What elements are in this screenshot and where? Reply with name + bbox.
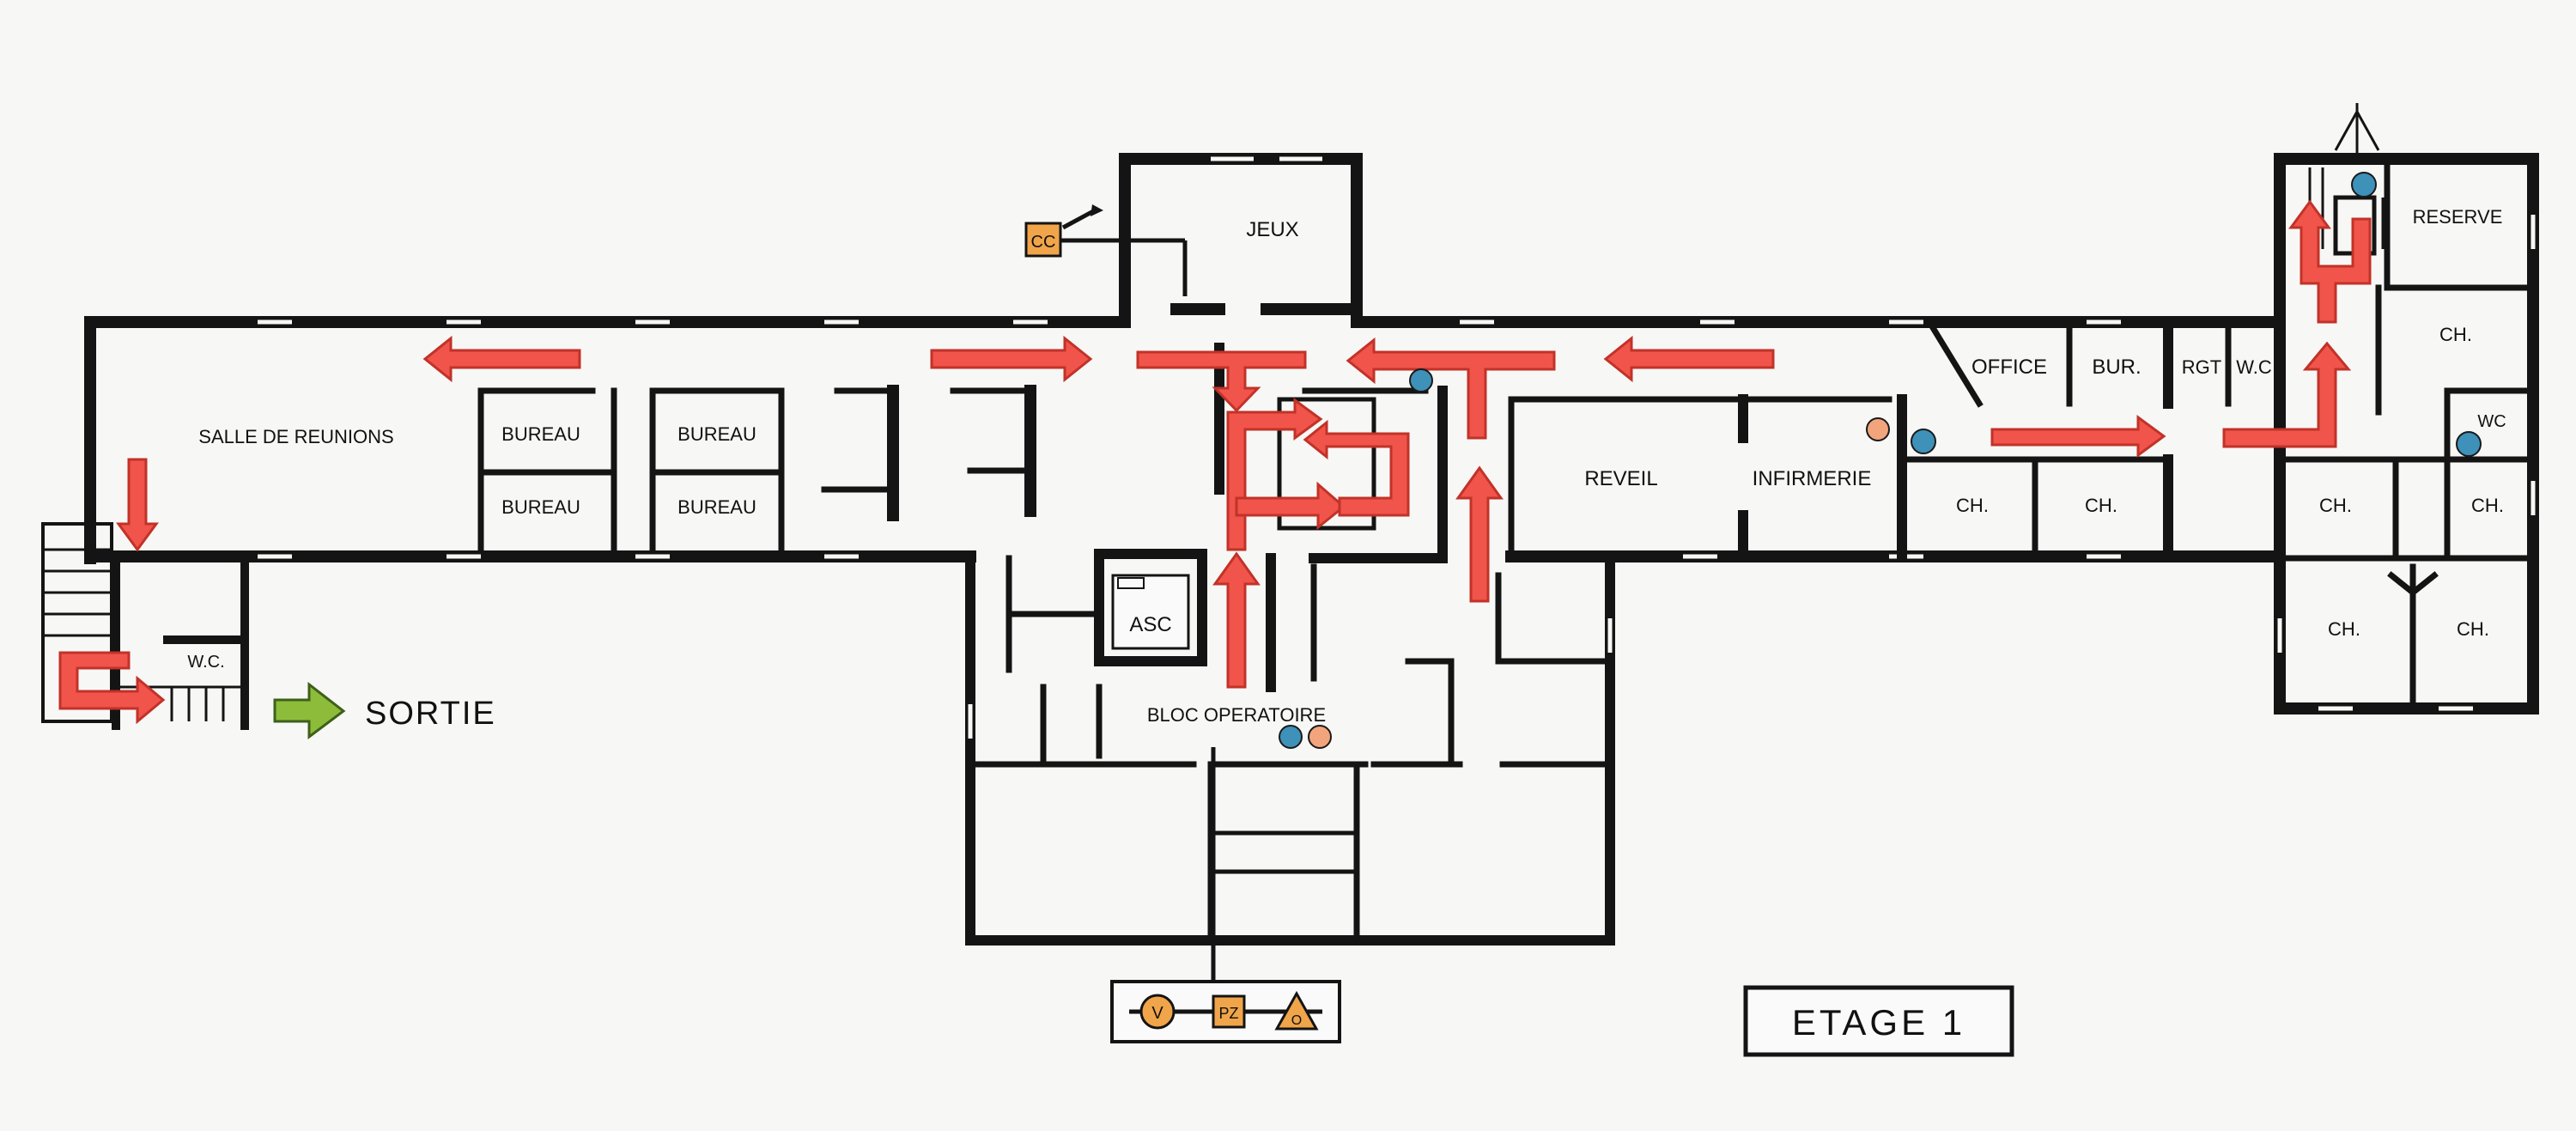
- extinguisher-marker: [2456, 431, 2482, 457]
- cc-symbol: CC: [1024, 204, 1188, 296]
- evac-arrow: [1136, 350, 1307, 413]
- room-label-ch: CH.: [2439, 324, 2472, 345]
- room-label-ch: CH.: [2085, 495, 2117, 516]
- room-label-ch: CH.: [2457, 618, 2489, 640]
- evac-arrow: [58, 651, 166, 725]
- extinguisher-marker: [1279, 725, 1303, 749]
- room-label-bureau: BUREAU: [501, 496, 580, 518]
- v-symbol: [1139, 994, 1176, 1030]
- evac-arrow: [2288, 199, 2372, 324]
- extinguisher-marker: [2351, 172, 2377, 198]
- room-labels: JEUX SALLE DE REUNIONS BUREAU BUREAU BUR…: [187, 206, 2506, 726]
- window-marks: [258, 156, 2536, 739]
- west-staircase: [41, 522, 245, 723]
- evacuation-arrows: [58, 199, 2372, 725]
- cc-box: [1024, 222, 1062, 258]
- exit-label: SORTIE: [365, 696, 496, 732]
- evac-arrow: [1226, 398, 1323, 551]
- o-label: O: [1291, 1013, 1302, 1028]
- room-label-office: OFFICE: [1971, 356, 2047, 379]
- extinguisher-marker: [1409, 368, 1433, 392]
- cc-label: CC: [1031, 233, 1056, 252]
- evac-arrow: [930, 335, 1093, 383]
- alarm-point-marker: [1308, 725, 1332, 749]
- room-label-bureau: BUREAU: [677, 496, 756, 518]
- evac-arrow: [1303, 419, 1410, 517]
- room-label-wc-west: W.C.: [187, 653, 224, 672]
- safety-markers: [1279, 172, 2482, 749]
- level-title-box: ETAGE 1: [1743, 985, 2014, 1057]
- room-label-reserve: RESERVE: [2413, 206, 2503, 228]
- room-label-ch: CH.: [2319, 495, 2352, 516]
- room-label-jeux: JEUX: [1246, 218, 1298, 241]
- room-label-asc: ASC: [1129, 613, 1171, 636]
- room-label-salle: SALLE DE REUNIONS: [198, 426, 393, 447]
- evac-arrow: [1235, 481, 1346, 531]
- room-label-bur: BUR.: [2092, 356, 2141, 379]
- evac-arrow: [1603, 335, 1775, 383]
- level-title: ETAGE 1: [1792, 1002, 1965, 1043]
- room-label-bureau: BUREAU: [501, 423, 580, 445]
- room-label-wc: W.C: [2236, 356, 2272, 378]
- room-label-ch: CH.: [2328, 618, 2360, 640]
- o-symbol: [1274, 990, 1319, 1031]
- room-label-ch: CH.: [2471, 495, 2504, 516]
- exit-arrow: [273, 681, 346, 739]
- room-label-ch: CH.: [1956, 495, 1989, 516]
- evac-arrow: [2222, 341, 2352, 448]
- room-label-bloc: BLOC OPERATOIRE: [1147, 704, 1326, 726]
- evac-arrow: [1990, 415, 2166, 458]
- room-label-reveil: REVEIL: [1584, 467, 1657, 490]
- evac-arrow: [116, 458, 159, 552]
- room-label-bureau: BUREAU: [677, 423, 756, 445]
- v-label: V: [1151, 1004, 1163, 1023]
- pz-label: PZ: [1218, 1005, 1238, 1022]
- exit-indicator: SORTIE: [273, 681, 496, 739]
- interior-walls: [477, 160, 2537, 944]
- elevator: [1111, 574, 1190, 650]
- room-label-wc-east: WC: [2477, 412, 2506, 431]
- extinguisher-marker: [1911, 429, 1936, 454]
- alarm-point-marker: [1866, 417, 1890, 441]
- evac-arrow: [1455, 465, 1504, 603]
- central-panel-symbols: V PZ O: [1110, 747, 1341, 1043]
- pz-symbol: [1212, 994, 1246, 1029]
- room-label-infirmerie: INFIRMERIE: [1753, 467, 1872, 490]
- evac-arrow: [422, 335, 581, 383]
- evac-arrow: [1212, 551, 1261, 689]
- room-label-rgt: RGT: [2182, 356, 2221, 378]
